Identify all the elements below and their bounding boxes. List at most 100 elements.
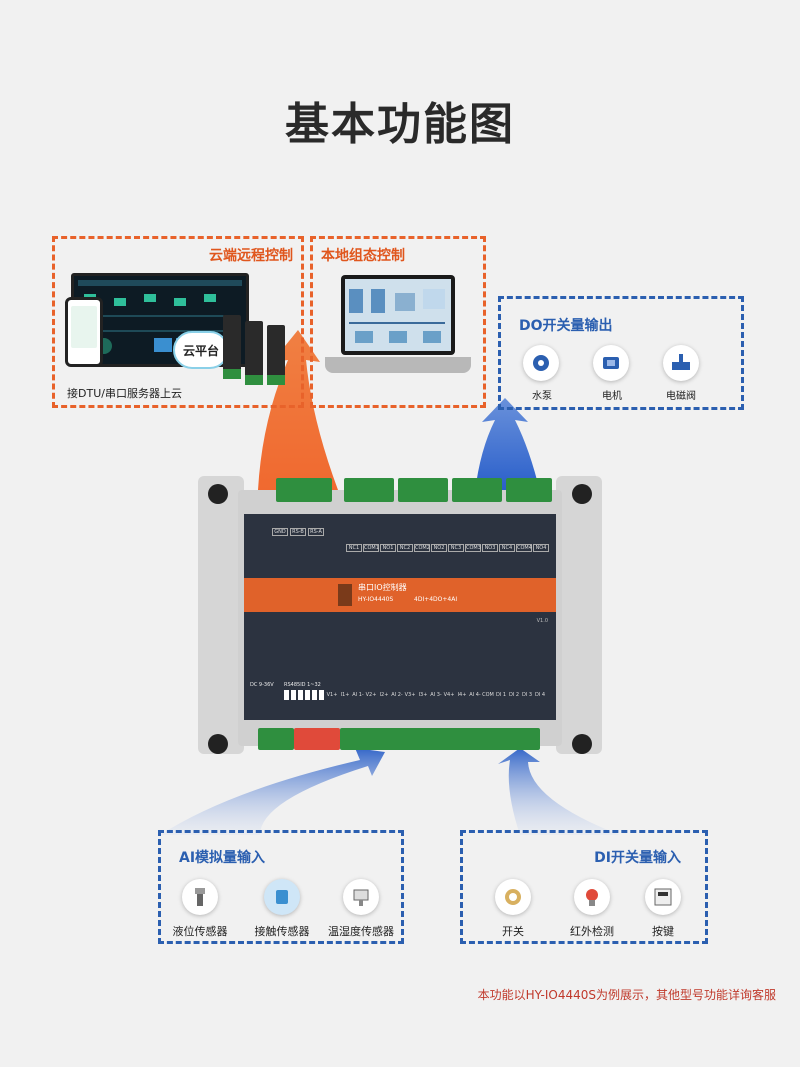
relay-label: NC2 bbox=[397, 544, 413, 552]
lower-panel: V1.0 DC 9-36V RS485ID 1~32 V1+ I1+ AI 1-… bbox=[244, 612, 556, 720]
term-label: V4+ bbox=[443, 692, 455, 698]
power-terminal bbox=[258, 728, 294, 750]
dip-switches[interactable] bbox=[284, 690, 324, 700]
io-controller-device: GND RS-B RS-A NC1 COM1 NO1 NC2 COM2 NO2 … bbox=[198, 470, 602, 760]
dip-label: RS485ID 1~32 bbox=[284, 682, 321, 688]
di-item-label: 按键 bbox=[652, 925, 674, 938]
do-item-label: 电磁阀 bbox=[666, 391, 696, 402]
button-icon bbox=[645, 879, 681, 915]
ai-arrow bbox=[160, 748, 385, 835]
terminal-block bbox=[276, 478, 332, 502]
screw-hole bbox=[208, 734, 228, 754]
ai-item-level: 液位传感器 bbox=[165, 879, 235, 939]
phone-icon bbox=[65, 297, 103, 367]
term-label: I4+ bbox=[457, 692, 467, 698]
relay-label: NO4 bbox=[533, 544, 549, 552]
switch-icon bbox=[495, 879, 531, 915]
scada-graphic bbox=[345, 279, 451, 351]
term-label: V2+ bbox=[365, 692, 377, 698]
pump-icon bbox=[523, 345, 559, 381]
terminal-block bbox=[344, 478, 394, 502]
di-item-switch: 开关 bbox=[483, 879, 543, 939]
dtu-device-1 bbox=[223, 315, 241, 379]
term-label: AI 1- bbox=[352, 692, 364, 698]
motor-icon bbox=[593, 345, 629, 381]
di-item-infrared: 红外检测 bbox=[557, 879, 627, 939]
relay-label: NO3 bbox=[482, 544, 498, 552]
screw-hole bbox=[572, 734, 592, 754]
term-label: AI 2- bbox=[391, 692, 403, 698]
infrared-icon bbox=[574, 879, 610, 915]
relay-label: NO2 bbox=[431, 544, 447, 552]
device-spec: 4DI+4DO+4AI bbox=[414, 596, 458, 603]
do-item-motor: 电机 bbox=[593, 345, 631, 402]
product-band: 串口IO控制器 HY-IO4440S 4DI+4DO+4AI bbox=[244, 578, 556, 612]
do-item-label: 电机 bbox=[602, 391, 622, 402]
dashboard-screen bbox=[71, 273, 249, 367]
rs485-terminal-labels: GND RS-B RS-A bbox=[272, 528, 324, 536]
term-label: AI 3- bbox=[430, 692, 442, 698]
local-control-box: 本地组态控制 bbox=[310, 236, 486, 408]
ai-item-label: 温湿度传感器 bbox=[328, 925, 394, 938]
dtu-device-3 bbox=[267, 325, 285, 385]
di-label: DI开关量输入 bbox=[594, 850, 681, 866]
do-item-pump: 水泵 bbox=[523, 345, 561, 402]
term-label: I2+ bbox=[379, 692, 389, 698]
relay-labels: NC1 COM1 NO1 NC2 COM2 NO2 NC3 COM3 NO3 N… bbox=[346, 544, 549, 552]
io-terminal-strip bbox=[340, 728, 540, 750]
level-sensor-icon bbox=[182, 879, 218, 915]
upper-panel: GND RS-B RS-A NC1 COM1 NO1 NC2 COM2 NO2 … bbox=[244, 514, 556, 578]
cloud-arrow bbox=[258, 330, 338, 490]
contact-sensor-icon bbox=[264, 879, 300, 915]
di-arrow bbox=[498, 748, 620, 835]
di-item-button: 按键 bbox=[633, 879, 693, 939]
device-name: 串口IO控制器 bbox=[358, 583, 407, 592]
ai-item-label: 接触传感器 bbox=[254, 925, 310, 938]
relay-label: COM3 bbox=[465, 544, 481, 552]
cloud-control-box: 云端远程控制 云平台 接DTU/串口服务器上云 bbox=[52, 236, 304, 408]
term-label: I1+ bbox=[340, 692, 350, 698]
left-mount bbox=[198, 476, 244, 754]
relay-label: NC4 bbox=[499, 544, 515, 552]
screw-hole bbox=[572, 484, 592, 504]
do-item-valve: 电磁阀 bbox=[657, 345, 705, 402]
ai-item-contact: 接触传感器 bbox=[247, 879, 317, 939]
ai-item-label: 液位传感器 bbox=[172, 925, 228, 938]
term-label: DI 1 bbox=[495, 692, 507, 698]
term-label: AI 4- bbox=[469, 692, 481, 698]
cloud-label: 云端远程控制 bbox=[209, 248, 293, 264]
relay-label: NC3 bbox=[448, 544, 464, 552]
term-label: COM bbox=[482, 692, 494, 698]
laptop-base bbox=[325, 357, 471, 373]
page-title: 基本功能图 bbox=[285, 99, 515, 150]
terminal-block bbox=[398, 478, 448, 502]
do-item-label: 水泵 bbox=[532, 391, 552, 402]
di-item-label: 红外检测 bbox=[570, 925, 614, 938]
terminal-block bbox=[506, 478, 552, 502]
do-label: DO开关量输出 bbox=[519, 318, 613, 334]
di-item-label: 开关 bbox=[502, 925, 524, 938]
terminal-block bbox=[452, 478, 502, 502]
dtu-device-2 bbox=[245, 321, 263, 385]
footnote: 本功能以HY-IO4440S为例展示，其他型号功能详询客服 bbox=[477, 988, 776, 1002]
cloud-platform-icon: 云平台 bbox=[173, 331, 229, 369]
screw-hole bbox=[208, 484, 228, 504]
relay-label: COM2 bbox=[414, 544, 430, 552]
temp-humidity-sensor-icon bbox=[343, 879, 379, 915]
term-label: RS-B bbox=[290, 528, 306, 536]
local-label: 本地组态控制 bbox=[321, 248, 405, 264]
relay-label: COM1 bbox=[363, 544, 379, 552]
ai-item-temp: 温湿度传感器 bbox=[321, 879, 401, 939]
term-label: V1+ bbox=[326, 692, 338, 698]
term-label: DI 3 bbox=[521, 692, 533, 698]
logo-icon bbox=[338, 584, 352, 606]
ai-label: AI模拟量输入 bbox=[179, 850, 266, 866]
do-arrow bbox=[475, 398, 540, 492]
term-label: GND bbox=[272, 528, 288, 536]
relay-label: NC1 bbox=[346, 544, 362, 552]
valve-icon bbox=[663, 345, 699, 381]
di-input-box: DI开关量输入 开关 红外检测 按键 bbox=[460, 830, 708, 944]
top-terminals bbox=[264, 478, 554, 502]
laptop-screen bbox=[341, 275, 455, 355]
